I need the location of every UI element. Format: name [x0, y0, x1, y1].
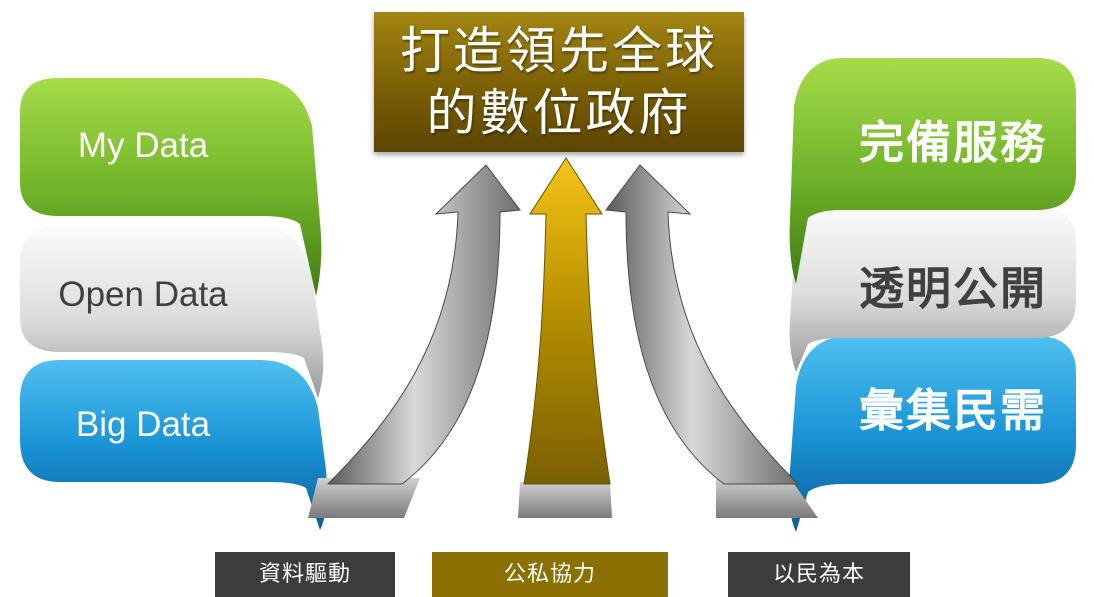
service-ribbon — [789, 58, 1076, 284]
service-label: 完備服務 — [858, 116, 1047, 169]
transparency-label: 透明公開 — [858, 262, 1047, 315]
left-arrow — [326, 164, 521, 485]
center-arrow-base — [518, 482, 612, 518]
right-arrow-base — [716, 478, 818, 518]
center-arrow — [523, 157, 611, 485]
big-data-label: Big Data — [75, 405, 211, 444]
left-ribbons — [20, 78, 328, 530]
data-driven-label: 資料驅動 — [215, 552, 395, 597]
public-private-label: 公私協力 — [432, 552, 668, 597]
right-ribbons — [788, 58, 1076, 532]
my-data-ribbon — [20, 78, 322, 296]
big-data-ribbon — [20, 360, 328, 530]
my-data-label: My Data — [77, 126, 209, 165]
arrows — [308, 157, 818, 518]
collect-label: 彙集民需 — [858, 384, 1047, 437]
open-data-ribbon — [20, 226, 324, 398]
title-line-1: 打造領先全球 — [400, 22, 718, 80]
left-arrow-base — [308, 478, 420, 518]
transparency-ribbon — [789, 206, 1076, 372]
collect-ribbon — [788, 336, 1076, 532]
open-data-label: Open Data — [58, 275, 228, 314]
title-box: 打造領先全球 的數位政府 — [374, 12, 744, 152]
title-line-2: 的數位政府 — [426, 84, 692, 142]
people-oriented-label: 以民為本 — [728, 552, 910, 597]
right-arrow — [605, 164, 800, 485]
